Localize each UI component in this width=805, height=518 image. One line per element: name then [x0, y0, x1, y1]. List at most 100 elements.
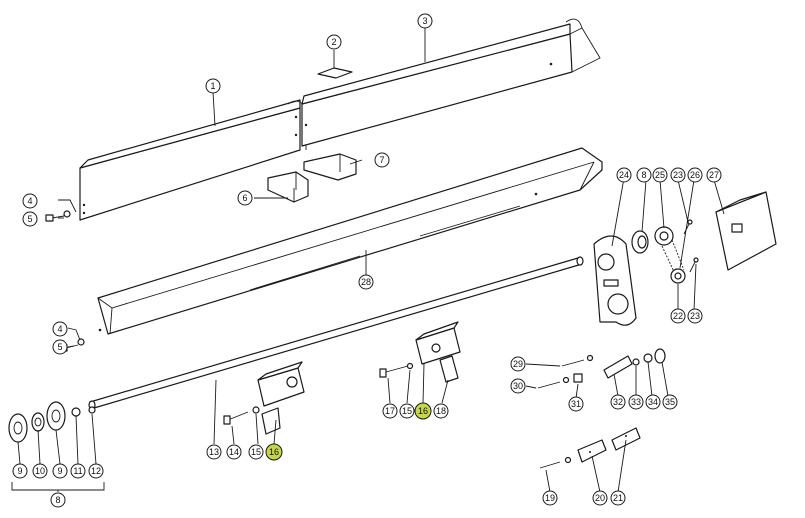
strap-assembly [539, 427, 641, 469]
callout-5-mid: 5 [52, 339, 68, 355]
callout-18: 18 [433, 403, 449, 419]
callout-20-label: 20 [595, 493, 605, 503]
callout-25-label: 25 [655, 170, 665, 180]
callout-5-mid-label: 5 [57, 342, 62, 352]
callout-9-left-label: 9 [17, 466, 22, 476]
leader-lines [11, 28, 725, 493]
bearing-part-8-top [631, 230, 649, 254]
callout-33-label: 33 [631, 397, 641, 407]
callout-23-bottom: 23 [687, 308, 703, 324]
callout-9-left: 9 [12, 463, 28, 479]
callout-22: 22 [670, 308, 686, 324]
tensioner-assembly [537, 348, 666, 389]
bearing-block-assembly-left [223, 361, 305, 435]
callout-8-top-label: 8 [641, 170, 646, 180]
callout-10: 10 [32, 463, 48, 479]
callout-14: 14 [226, 444, 242, 460]
callout-11-label: 11 [73, 466, 82, 476]
callout-8-bottom: 8 [50, 492, 66, 508]
callout-16-left-label: 16 [269, 447, 279, 457]
callout-5-top-label: 5 [27, 214, 32, 224]
bearing-block-assembly-middle [379, 321, 461, 383]
callout-17: 17 [382, 403, 398, 419]
callout-16-mid: 16 [414, 402, 432, 420]
callout-29-label: 29 [513, 359, 523, 369]
callout-13-label: 13 [209, 447, 219, 457]
callout-28: 28 [358, 274, 374, 290]
callout-27-label: 27 [709, 170, 719, 180]
callout-23-top-label: 23 [673, 170, 683, 180]
callout-3: 3 [417, 13, 433, 29]
callout-21: 21 [610, 490, 626, 506]
callout-7: 7 [374, 152, 390, 168]
callout-1-label: 1 [210, 81, 215, 91]
cover-box-part-27 [715, 191, 777, 271]
callout-20: 20 [592, 490, 608, 506]
callout-2-label: 2 [331, 37, 336, 47]
callout-22-label: 22 [673, 311, 683, 321]
callout-13: 13 [206, 444, 222, 460]
callout-15-mid-label: 15 [402, 406, 412, 416]
callout-34: 34 [645, 394, 661, 410]
callout-10-label: 10 [35, 466, 45, 476]
chain-part-26 [661, 239, 686, 284]
bracket-part-6 [267, 171, 309, 203]
callout-35-label: 35 [665, 397, 675, 407]
plate-part-2 [317, 50, 353, 79]
callout-15-left-label: 15 [251, 447, 261, 457]
callout-31: 31 [568, 396, 584, 412]
callout-26-label: 26 [690, 170, 700, 180]
callout-21-label: 21 [613, 493, 623, 503]
flange-bearing-set [8, 401, 96, 443]
callout-33: 33 [628, 394, 644, 410]
callout-3-label: 3 [422, 16, 427, 26]
callout-19: 19 [542, 490, 558, 506]
drive-plate-part-24 [593, 235, 637, 326]
callout-24: 24 [616, 167, 632, 183]
callout-12-label: 12 [91, 466, 101, 476]
callout-4-top: 4 [22, 193, 38, 209]
callout-9-right-label: 9 [57, 466, 62, 476]
callout-15-left: 15 [248, 444, 264, 460]
callout-32: 32 [610, 394, 626, 410]
callout-30-label: 30 [513, 381, 523, 391]
screw-washer-top [45, 210, 71, 222]
callout-8-top: 8 [636, 167, 652, 183]
callout-15-mid: 15 [399, 403, 415, 419]
callout-2: 2 [326, 34, 342, 50]
callout-12: 12 [88, 463, 104, 479]
callout-31-label: 31 [571, 399, 581, 409]
callout-16-mid-label: 16 [418, 406, 428, 416]
cover-part-1 [79, 99, 307, 221]
callout-29: 29 [510, 356, 526, 372]
callout-18-label: 18 [436, 406, 446, 416]
callout-6: 6 [237, 190, 253, 206]
callout-25: 25 [652, 167, 668, 183]
callout-28-label: 28 [361, 277, 371, 287]
callout-24-label: 24 [619, 170, 629, 180]
callout-16-left: 16 [265, 443, 283, 461]
callout-17-label: 17 [385, 406, 395, 416]
callout-4-top-label: 4 [27, 196, 32, 206]
callout-1: 1 [205, 78, 221, 94]
callout-35: 35 [662, 394, 678, 410]
callout-9-right: 9 [52, 463, 68, 479]
callout-23-bottom-label: 23 [690, 311, 700, 321]
callout-23-top: 23 [670, 167, 686, 183]
callout-4-mid: 4 [52, 321, 68, 337]
sprocket-part-25 [654, 226, 674, 246]
callout-11: 11 [70, 463, 86, 479]
callout-19-label: 19 [545, 493, 555, 503]
callout-27: 27 [706, 167, 722, 183]
callout-5-top: 5 [22, 211, 38, 227]
bracket-part-7 [303, 153, 357, 181]
guide-rail-part-28 [97, 147, 603, 335]
cover-part-3 [294, 18, 601, 147]
callout-32-label: 32 [613, 397, 623, 407]
callout-30: 30 [510, 378, 526, 394]
callout-4-mid-label: 4 [57, 324, 62, 334]
callout-6-label: 6 [242, 193, 247, 203]
callout-34-label: 34 [648, 397, 658, 407]
